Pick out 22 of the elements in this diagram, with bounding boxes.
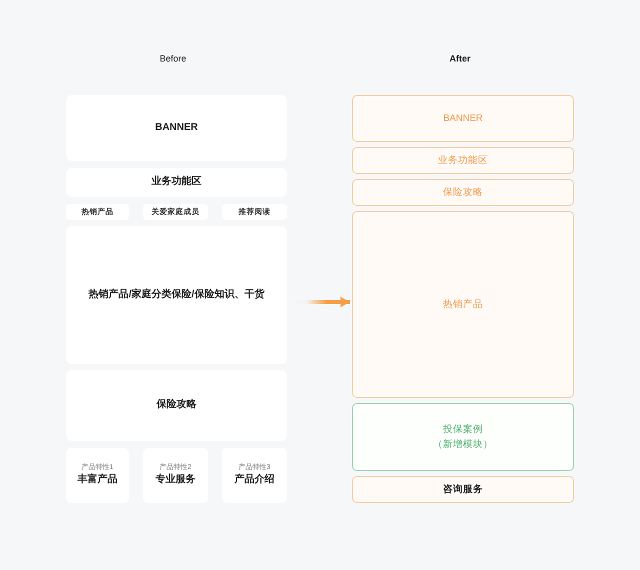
module-title: BANNER: [443, 112, 483, 124]
feature-title: 专业服务: [156, 474, 196, 487]
column-heading: After: [450, 54, 470, 64]
module-card: [352, 211, 574, 398]
feature-title: 丰富产品: [78, 474, 118, 487]
module-title: 业务功能区: [438, 154, 488, 166]
module-title: 保险攻略: [156, 399, 196, 412]
new-module-card: [352, 403, 574, 471]
feature-title: 产品介绍: [234, 474, 274, 487]
module-title: BANNER: [155, 122, 198, 134]
column-heading: Before: [160, 54, 186, 64]
module-card: [352, 179, 574, 206]
module-title: 咨询服务: [443, 484, 483, 496]
module-note: （新增模块）: [433, 438, 493, 450]
module-title: 业务功能区: [152, 176, 202, 189]
module-title: 投保案例: [443, 424, 483, 436]
module-card: [352, 95, 574, 142]
module-title: 热销产品: [443, 298, 483, 310]
module-title: 保险攻略: [443, 186, 483, 198]
module-card: [352, 476, 574, 503]
module-title: 热销产品/家庭分类保险/保险知识、干货: [88, 288, 264, 302]
module-card: [352, 147, 574, 174]
